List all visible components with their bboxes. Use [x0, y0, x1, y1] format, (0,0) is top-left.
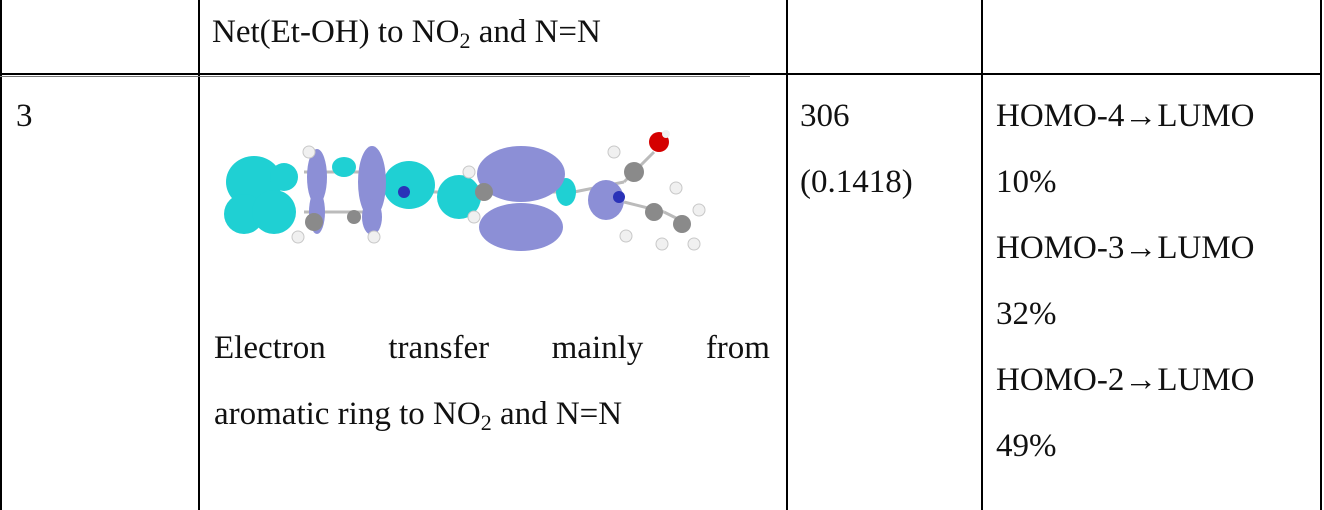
row2-wavelength: 306	[800, 98, 850, 134]
table-border-left	[0, 0, 2, 510]
row2-description-line2: aromatic ring to NO2 and N=N	[214, 396, 623, 435]
row-divider	[0, 73, 1322, 75]
row2-index: 3	[16, 98, 33, 134]
table-border-right	[1320, 0, 1322, 510]
row2-transition-1-percent: 10%	[996, 164, 1057, 200]
row2-transition-3-percent: 49%	[996, 428, 1057, 464]
row2-transition-2-label: HOMO-3→LUMO	[996, 230, 1255, 266]
row2-transition-1-label: HOMO-4→LUMO	[996, 98, 1255, 134]
row2-transition-2-percent: 32%	[996, 296, 1057, 332]
row2-oscillator-strength: (0.1418)	[800, 164, 913, 200]
row1-description: Net(Et-OH) to NO2 and N=N	[212, 14, 601, 53]
molecular-orbital-isosurface-image	[224, 130, 706, 251]
table-border-col3	[981, 0, 983, 510]
row2-transition-3-label: HOMO-2→LUMO	[996, 362, 1255, 398]
table-border-col1	[198, 0, 200, 510]
row2-description-line1: Electron transfer mainly from	[214, 330, 770, 366]
row2-description: Electron transfer mainly from aromatic r…	[214, 326, 770, 436]
table-border-col2	[786, 0, 788, 510]
row-divider-inner	[0, 76, 750, 77]
